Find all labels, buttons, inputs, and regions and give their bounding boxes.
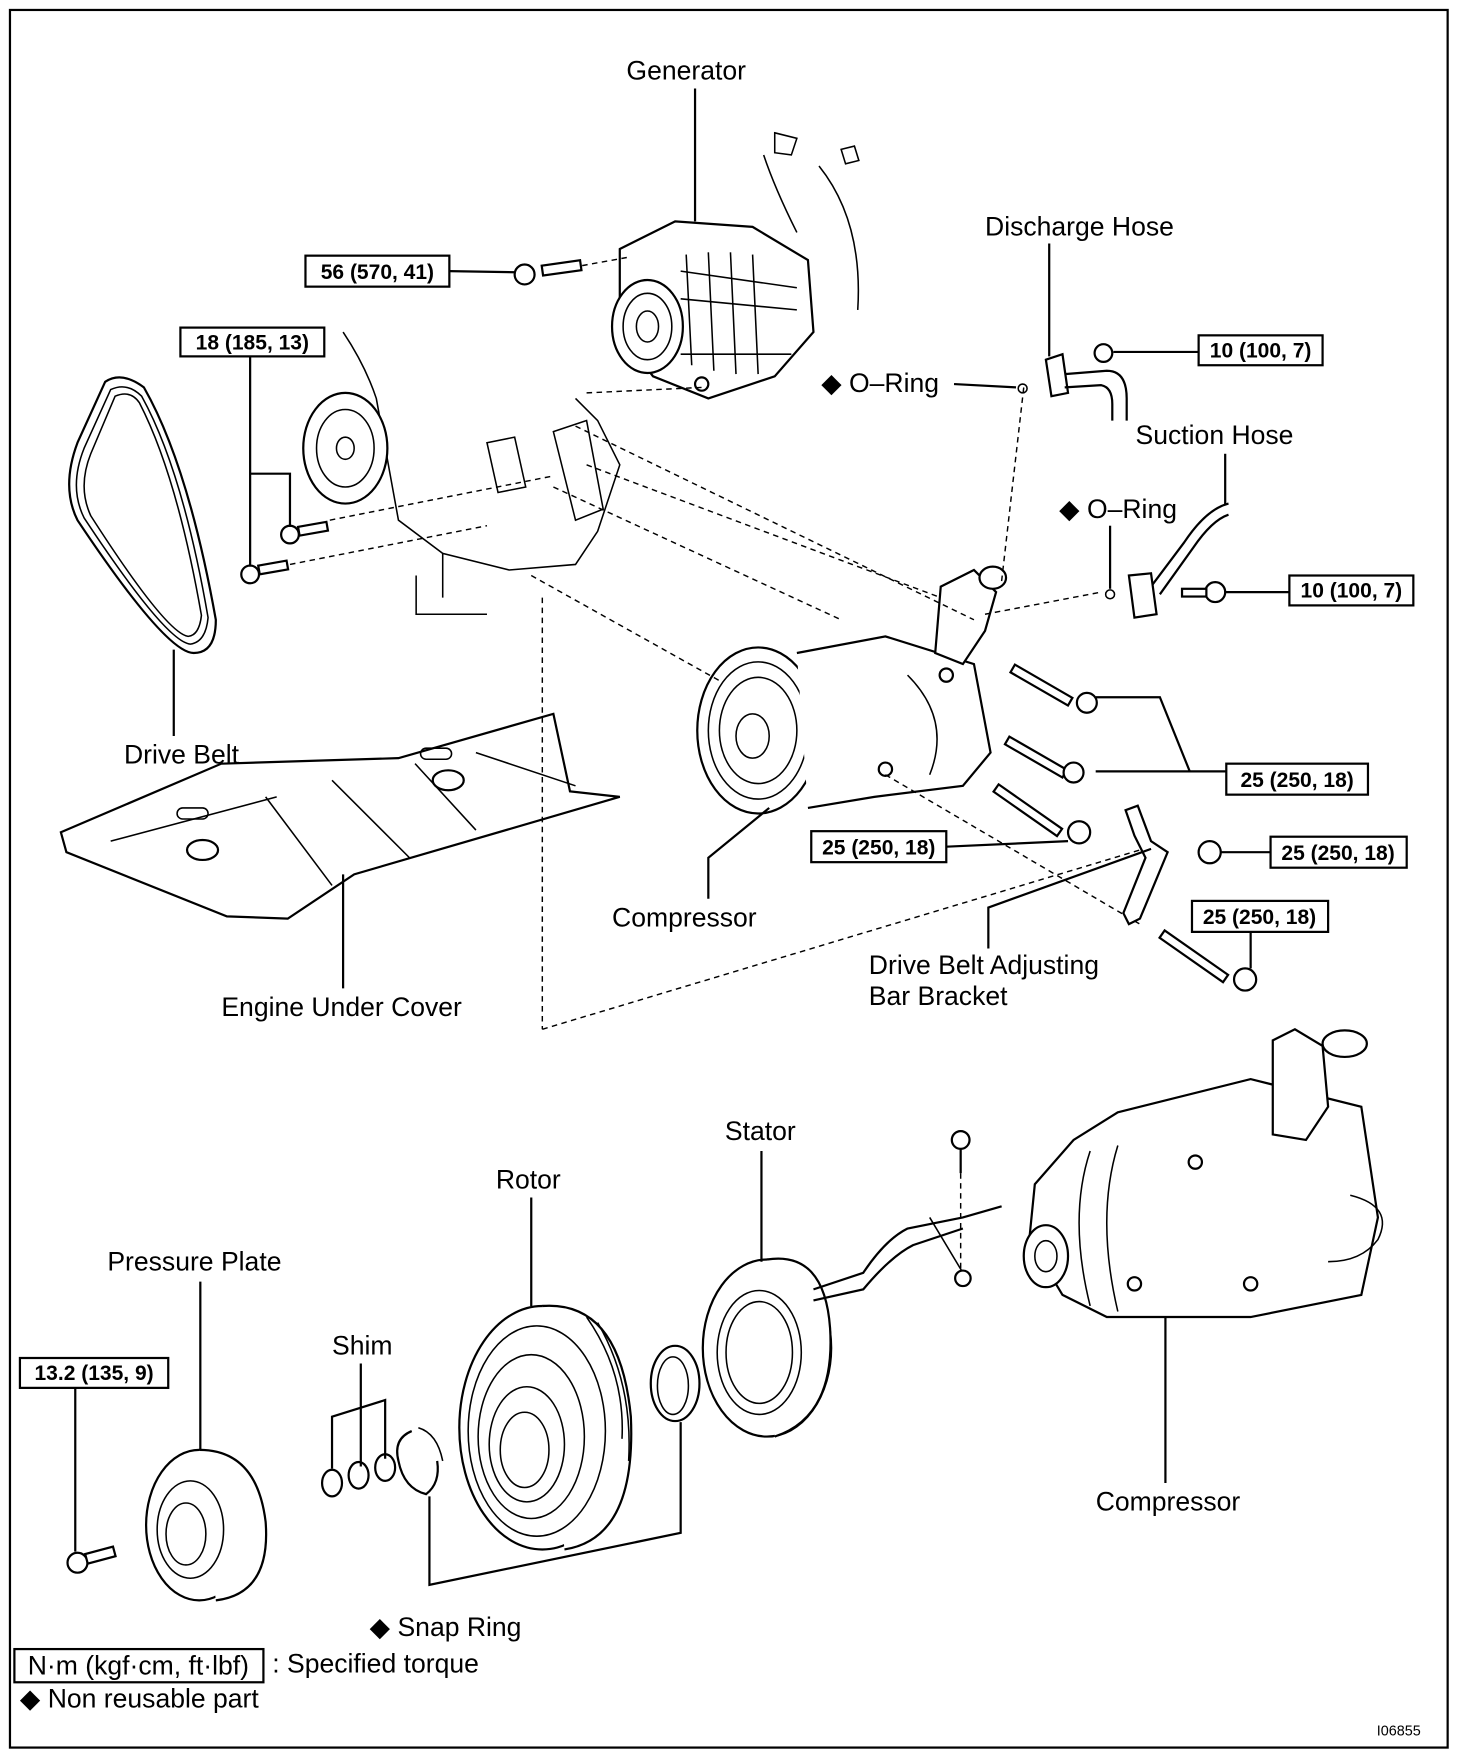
leader-belt-torque [249, 356, 292, 567]
leader-gen-torque [449, 270, 515, 274]
belt-bolts [240, 520, 330, 585]
torque-box-compressor-lower [810, 830, 948, 864]
engine-under-cover-drawing [59, 712, 621, 920]
torque-pressure-plate: 13.2 (135, 9) [34, 1362, 153, 1385]
label-shim: Shim [332, 1331, 392, 1361]
leader-adjusting-bar [987, 847, 1152, 949]
torque-bracket-bolt: 25 (250, 18) [1203, 906, 1316, 929]
legend-non-reusable: ◆ Non reusable part [20, 1684, 259, 1714]
figure-id: I06855 [1377, 1723, 1421, 1739]
torque-discharge: 10 (100, 7) [1210, 339, 1312, 362]
generator-drawing [610, 131, 860, 400]
label-engine-under-cover: Engine Under Cover [221, 992, 462, 1022]
torque-belt: 18 (185, 13) [196, 332, 309, 355]
leader-o-ring-1 [953, 382, 1017, 389]
compressor-bolts [992, 663, 1258, 992]
dash-gen-bolt [582, 256, 631, 267]
torque-box-belt [179, 326, 326, 358]
rotor-drawing [458, 1304, 633, 1551]
shims-drawing [320, 1453, 397, 1498]
torque-box-generator [304, 254, 451, 288]
torque-suction: 10 (100, 7) [1301, 580, 1403, 603]
legend-torque-box [13, 1647, 265, 1684]
label-rotor: Rotor [496, 1165, 561, 1195]
compressor-drawing-bottom [1022, 1028, 1384, 1319]
frame-border [8, 8, 1449, 1749]
label-adjusting-bar-1: Drive Belt Adjusting [869, 950, 1099, 980]
label-o-ring-1: ◆ O–Ring [821, 368, 939, 398]
drive-belt-drawing [68, 376, 217, 655]
torque-box-bracket-bolt [1190, 899, 1330, 933]
generator-bolt [513, 259, 583, 286]
engine-block-drawing [302, 331, 621, 616]
torque-bracket-nut: 25 (250, 18) [1281, 842, 1394, 865]
label-discharge-hose: Discharge Hose [985, 212, 1174, 242]
label-compressor-top: Compressor [612, 902, 757, 932]
label-adjusting-bar-2: Bar Bracket [869, 981, 1008, 1011]
label-pressure-plate: Pressure Plate [107, 1247, 281, 1277]
pressure-plate-drawing [144, 1448, 268, 1602]
leader-snap-ring [428, 1422, 682, 1587]
torque-box-pressure-plate [18, 1356, 170, 1389]
pressure-plate-bolt [66, 1545, 117, 1574]
leader-compressor-lower [946, 840, 1069, 848]
stator-drawing [701, 1130, 1002, 1438]
legend-torque-desc: : Specified torque [272, 1648, 479, 1678]
label-suction-hose: Suction Hose [1136, 420, 1294, 450]
leader-shim [330, 1363, 387, 1469]
label-snap-ring: ◆ Snap Ring [370, 1612, 522, 1642]
label-o-ring-2: ◆ O–Ring [1059, 494, 1177, 524]
adjusting-bar-bracket-drawing [1122, 804, 1170, 926]
dash-belt-bolt1 [329, 475, 554, 521]
leader-compressor-bolts [1095, 696, 1227, 773]
label-stator: Stator [725, 1116, 796, 1146]
torque-compressor-lower: 25 (250, 18) [822, 836, 935, 859]
snap-ring-stator-drawing [649, 1344, 701, 1423]
torque-generator: 56 (570, 41) [321, 261, 434, 284]
label-compressor-bottom: Compressor [1096, 1487, 1241, 1517]
snap-ring-drawing [396, 1426, 444, 1496]
label-generator: Generator [626, 56, 746, 86]
alignment-dashes [530, 386, 1152, 1030]
torque-box-compressor-bolts [1225, 762, 1370, 796]
legend-torque-unit: N·m (kgf·cm, ft·lbf) [28, 1651, 249, 1681]
dash-belt-bolt2 [289, 525, 488, 566]
leader-compressor-top [707, 807, 770, 899]
torque-box-suction [1288, 574, 1415, 607]
torque-compressor-bolts: 25 (250, 18) [1240, 769, 1353, 792]
torque-box-discharge [1197, 334, 1324, 367]
suction-hose-drawing [1104, 502, 1229, 619]
compressor-drawing-top [696, 565, 1008, 815]
discharge-hose-drawing [1017, 343, 1128, 421]
